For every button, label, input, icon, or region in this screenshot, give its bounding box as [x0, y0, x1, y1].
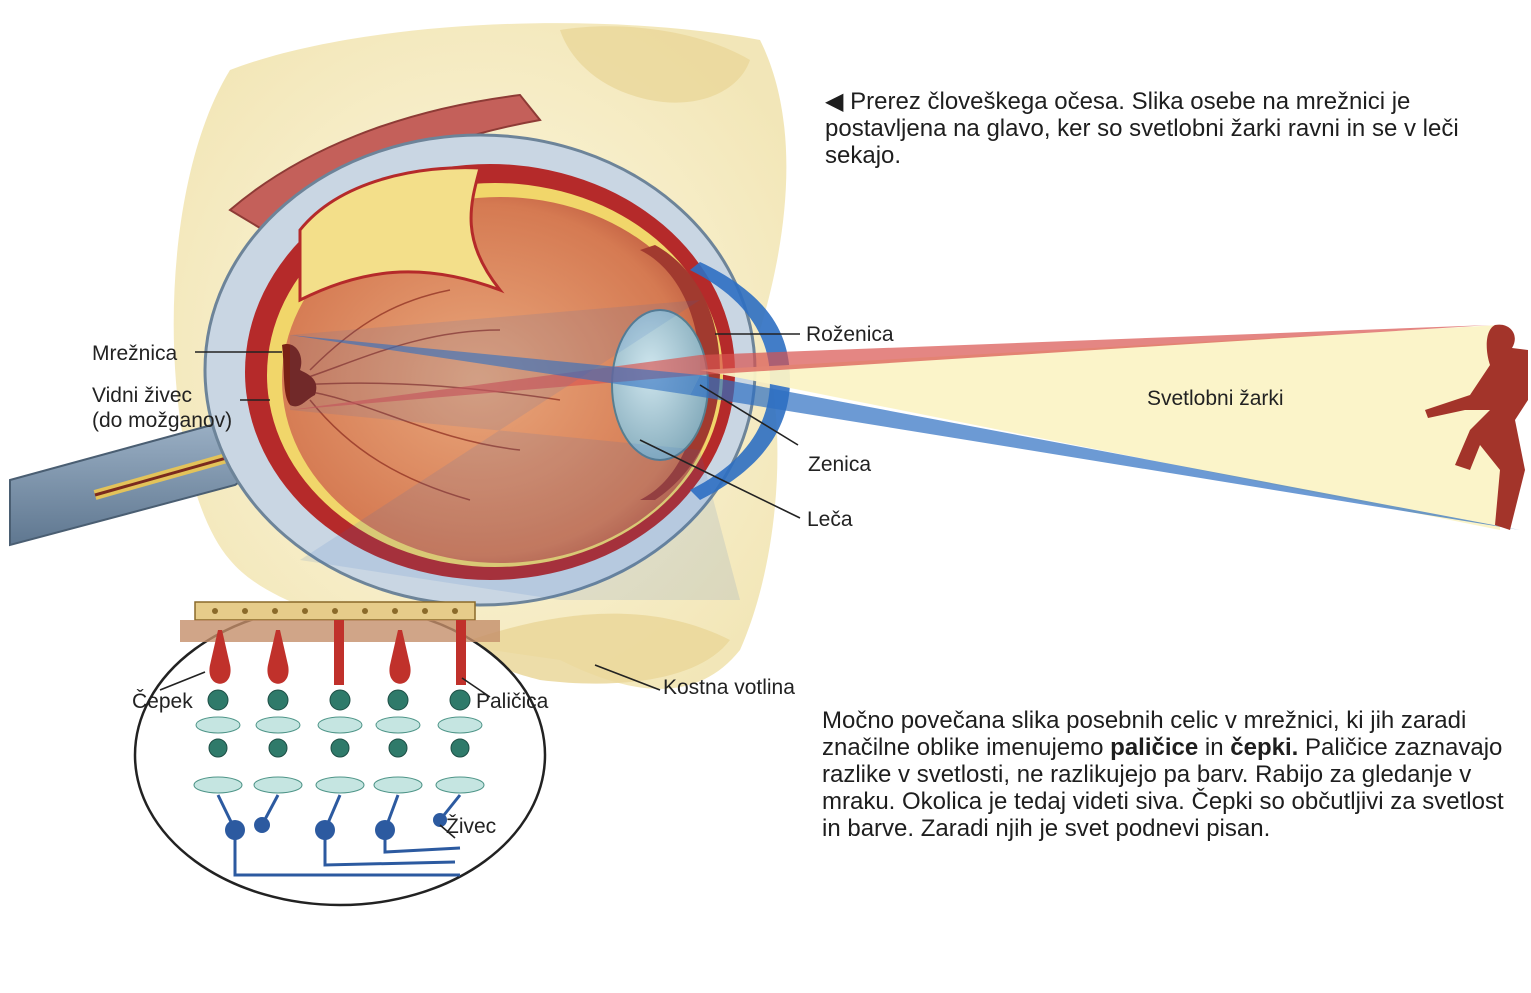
caption-eye-cross-section: ◀ Prerez človeškega očesa. Slika osebe n…	[825, 88, 1485, 169]
label-rozenica: Roženica	[806, 323, 894, 346]
caption-retina-cells: Močno povečana slika posebnih celic v mr…	[822, 707, 1512, 842]
label-svetlobni-zarki: Svetlobni žarki	[1147, 387, 1284, 410]
label-leca: Leča	[807, 508, 853, 531]
label-mreznica: Mrežnica	[92, 342, 178, 365]
caption-part-2: in	[1205, 734, 1224, 761]
label-vidni-zivec: Vidni živec	[92, 384, 192, 407]
label-palicica: Paličica	[476, 690, 549, 713]
label-zivec: Živec	[446, 815, 496, 838]
label-do-mozganov: (do možganov)	[92, 409, 232, 432]
caption-bold-cepki: čepki.	[1230, 734, 1298, 761]
label-kostna-votlina: Kostna votlina	[663, 676, 795, 699]
light-rays	[290, 300, 1520, 600]
label-cepek: Čepek	[132, 690, 193, 713]
label-zenica: Zenica	[808, 453, 871, 476]
cell-magnification	[135, 602, 545, 905]
caption-bold-palicice: paličice	[1110, 734, 1198, 761]
